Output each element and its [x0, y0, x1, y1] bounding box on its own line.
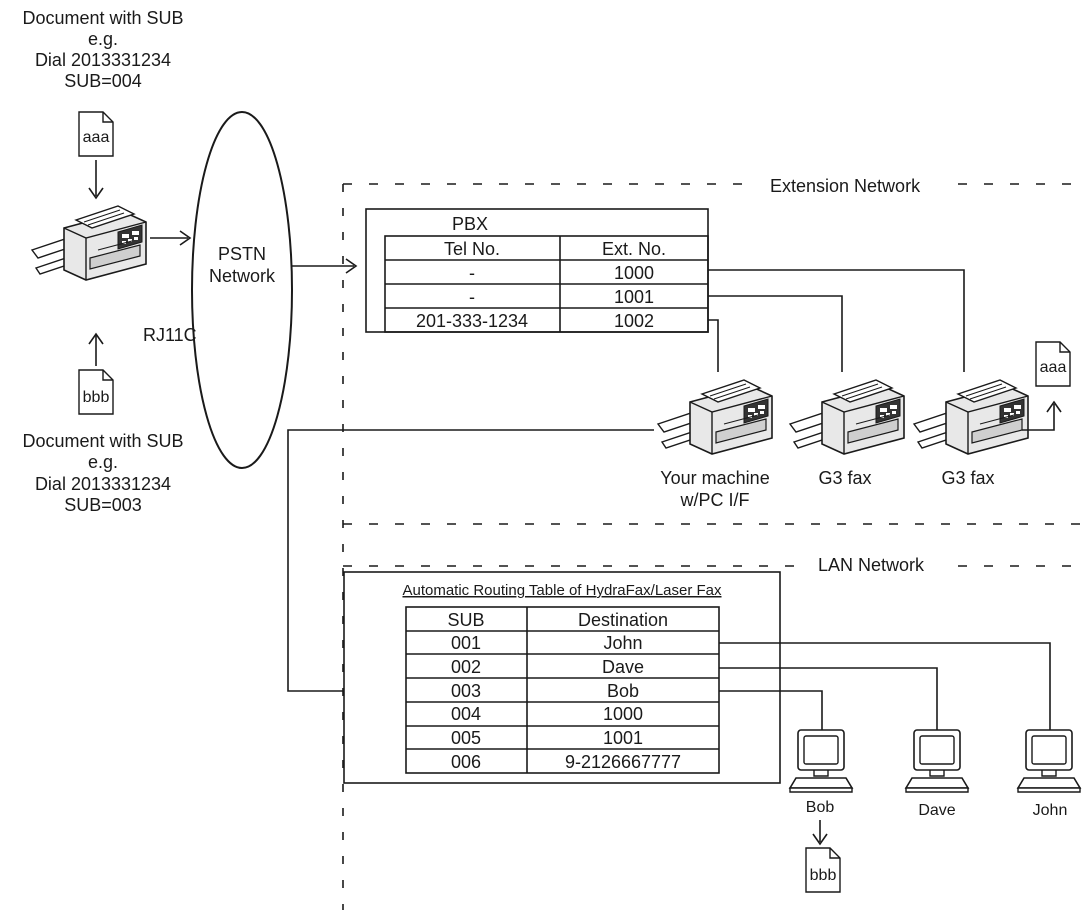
- routing-header-sub: SUB: [447, 610, 484, 630]
- sender-fax-machine-icon: [32, 206, 146, 280]
- sender-top-line2: e.g.: [88, 29, 118, 49]
- routing-cell: 003: [451, 681, 481, 701]
- lan-network-label: LAN Network: [818, 555, 925, 575]
- line-ext-1000-to-g3fax-2: [708, 270, 964, 372]
- sender-bottom-line3: Dial 2013331234: [35, 474, 171, 494]
- computer-dave-label: Dave: [918, 802, 955, 819]
- sender-bottom-line1: Document with SUB: [22, 431, 183, 451]
- pbx-cell: 201-333-1234: [416, 311, 528, 331]
- pbx-cell: 1000: [614, 263, 654, 283]
- doc-label-bbb-bob: bbb: [810, 867, 837, 884]
- pstn-label-line1: PSTN: [218, 244, 266, 264]
- routing-cell: 004: [451, 704, 481, 724]
- pbx-table: PBX Tel No. Ext. No. - 1000 - 1001 201-3…: [366, 209, 708, 332]
- sender-top-line4: SUB=004: [64, 71, 142, 91]
- g3-fax-1-label: G3 fax: [818, 468, 871, 488]
- routing-cell: John: [603, 633, 642, 653]
- pstn-label-line2: Network: [209, 266, 276, 286]
- routing-cell: Dave: [602, 657, 644, 677]
- routing-table: Automatic Routing Table of HydraFax/Lase…: [344, 572, 780, 783]
- computer-john-label: John: [1033, 802, 1068, 819]
- routing-cell: 006: [451, 752, 481, 772]
- pbx-header-ext: Ext. No.: [602, 239, 666, 259]
- sender-bottom-line2: e.g.: [88, 452, 118, 472]
- rj11c-label: RJ11C: [143, 325, 197, 345]
- document-icon-aaa-top: aaa: [79, 112, 113, 156]
- computer-bob-icon: [790, 730, 852, 792]
- routing-cell: 9-2126667777: [565, 752, 681, 772]
- routing-cell: 002: [451, 657, 481, 677]
- document-icon-aaa-output: aaa: [1036, 342, 1070, 386]
- line-ext-1002-to-your-machine: [708, 320, 718, 372]
- g3-fax-1-icon: [790, 380, 904, 454]
- document-icon-bbb-bob: bbb: [806, 848, 840, 892]
- your-machine-fax-icon: [658, 380, 772, 454]
- line-ext-1001-to-g3fax-1: [708, 296, 842, 372]
- routing-cell: Bob: [607, 681, 639, 701]
- pbx-cell: -: [469, 263, 475, 283]
- g3-fax-2-icon: [914, 380, 1028, 454]
- pbx-cell: 1002: [614, 311, 654, 331]
- pstn-network-ellipse: [192, 112, 292, 468]
- computer-john-icon: [1018, 730, 1080, 792]
- routing-cell: 1000: [603, 704, 643, 724]
- sender-top-line3: Dial 2013331234: [35, 50, 171, 70]
- computer-bob-label: Bob: [806, 799, 835, 816]
- pbx-title: PBX: [452, 214, 488, 234]
- routing-cell: 005: [451, 728, 481, 748]
- routing-header-destination: Destination: [578, 610, 668, 630]
- routing-table-title: Automatic Routing Table of HydraFax/Lase…: [402, 582, 722, 599]
- pbx-cell: 1001: [614, 287, 654, 307]
- doc-label-aaa-top: aaa: [83, 129, 110, 146]
- g3-fax-2-label: G3 fax: [941, 468, 994, 488]
- extension-network-label: Extension Network: [770, 176, 921, 196]
- computer-dave-icon: [906, 730, 968, 792]
- routing-cell: 001: [451, 633, 481, 653]
- your-machine-label-line2: w/PC I/F: [679, 490, 749, 510]
- pbx-cell: -: [469, 287, 475, 307]
- sender-bottom-line4: SUB=003: [64, 495, 142, 515]
- doc-label-bbb-bottom: bbb: [83, 389, 110, 406]
- doc-label-aaa-output: aaa: [1040, 359, 1067, 376]
- your-machine-label-line1: Your machine: [660, 468, 769, 488]
- routing-cell: 1001: [603, 728, 643, 748]
- sender-top-line1: Document with SUB: [22, 8, 183, 28]
- pbx-header-tel: Tel No.: [444, 239, 500, 259]
- document-icon-bbb-bottom: bbb: [79, 370, 113, 414]
